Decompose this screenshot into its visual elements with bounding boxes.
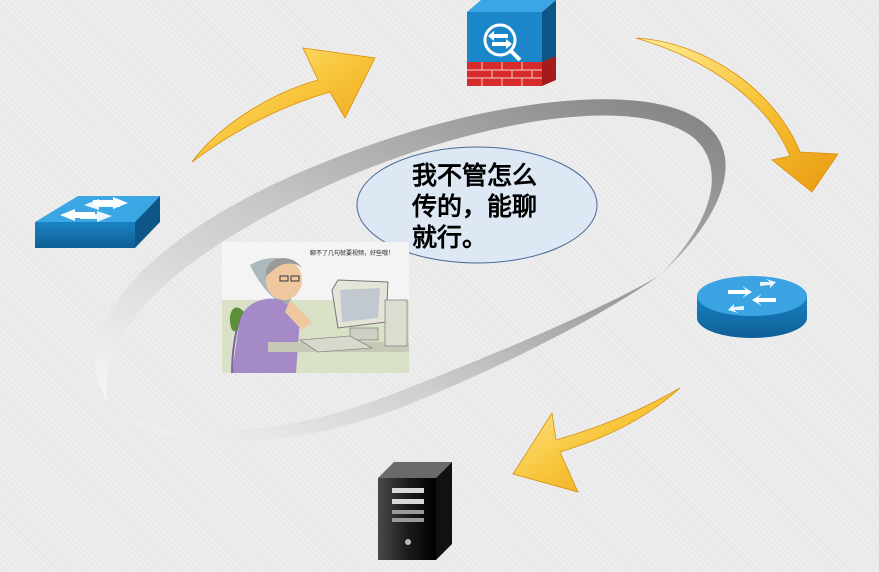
arrow-firewall-to-router [635,37,839,193]
arrow-router-to-server [512,387,681,493]
arrow-icon [635,37,839,193]
arrow-switch-to-firewall [191,47,376,163]
user-at-computer-icon [222,242,409,374]
speech-bubble-text: 我不管怎么 传的，能聊 就行。 [412,160,562,253]
switch-icon [35,196,160,248]
server-icon [378,462,452,560]
speech-line-3: 就行。 [412,223,488,252]
cycle-ring [95,99,726,442]
speech-line-1: 我不管怎么 [412,161,538,190]
speech-line-2: 传的，能聊 [412,192,538,221]
illustration-caption: 聊不了几句就要视频，好些哦！ [310,250,395,257]
arrow-icon [191,47,376,163]
firewall-icon [467,0,556,86]
router-icon [697,276,807,338]
arrow-icon [512,387,681,493]
